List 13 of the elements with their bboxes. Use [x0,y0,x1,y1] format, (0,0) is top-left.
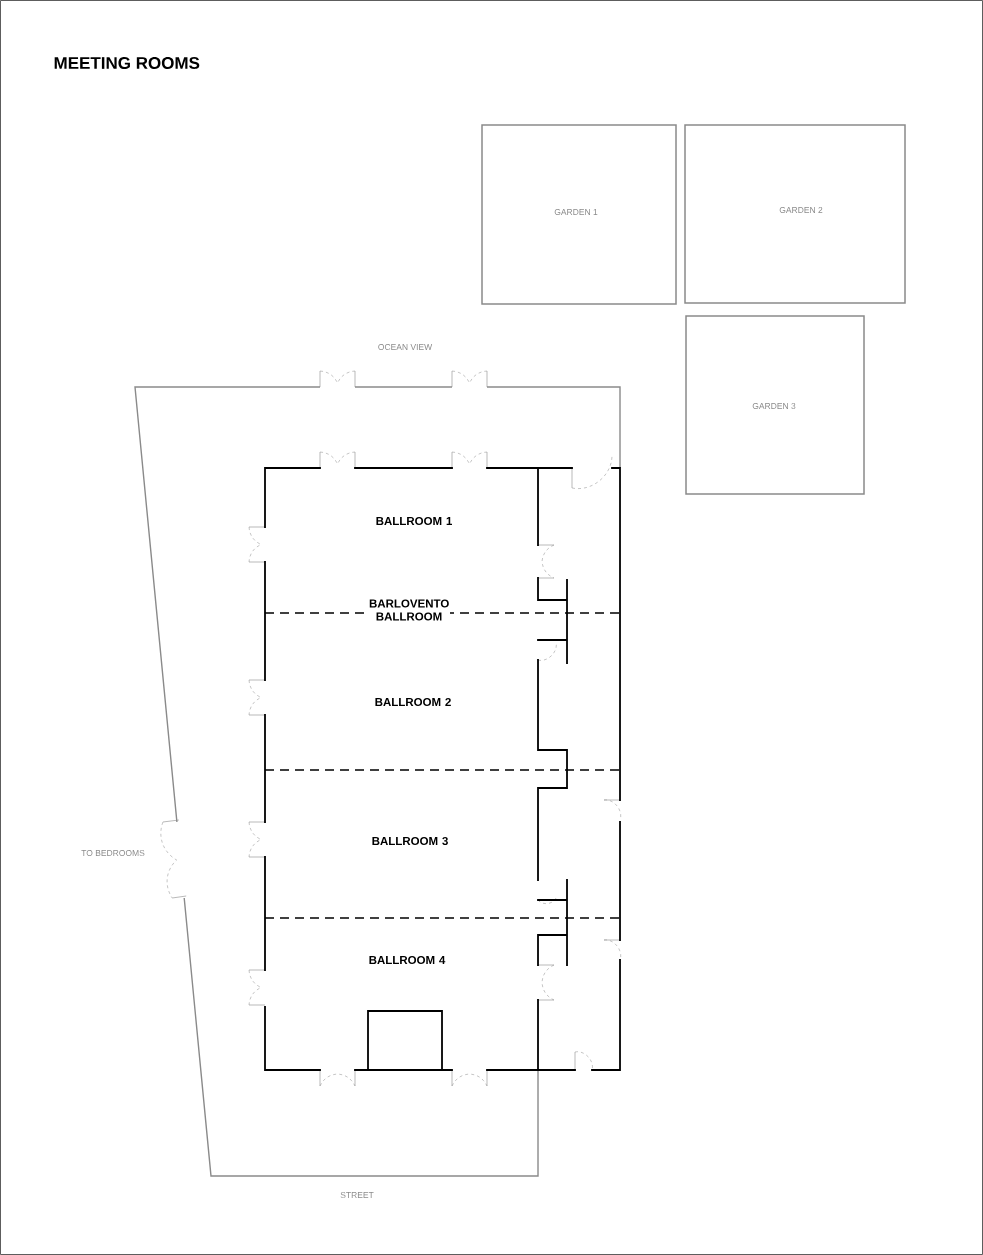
area-label: TO BEDROOMS [81,850,145,856]
garden-box: GARDEN 2 [684,124,906,304]
area-label: OCEAN VIEW [378,344,433,350]
room-label: BALLROOM 4 [369,955,446,965]
stage-box [367,1010,443,1071]
room-label: BARLOVENTO BALLROOM [368,598,450,622]
garden-box: GARDEN 3 [685,315,865,495]
room-label: BALLROOM 3 [372,836,448,846]
room-label: BALLROOM 1 [376,516,452,526]
title: MEETING ROOMS [54,57,200,70]
area-label: STREET [340,1192,374,1198]
garden-box: GARDEN 1 [481,124,677,305]
room-label: BALLROOM 2 [375,697,451,707]
